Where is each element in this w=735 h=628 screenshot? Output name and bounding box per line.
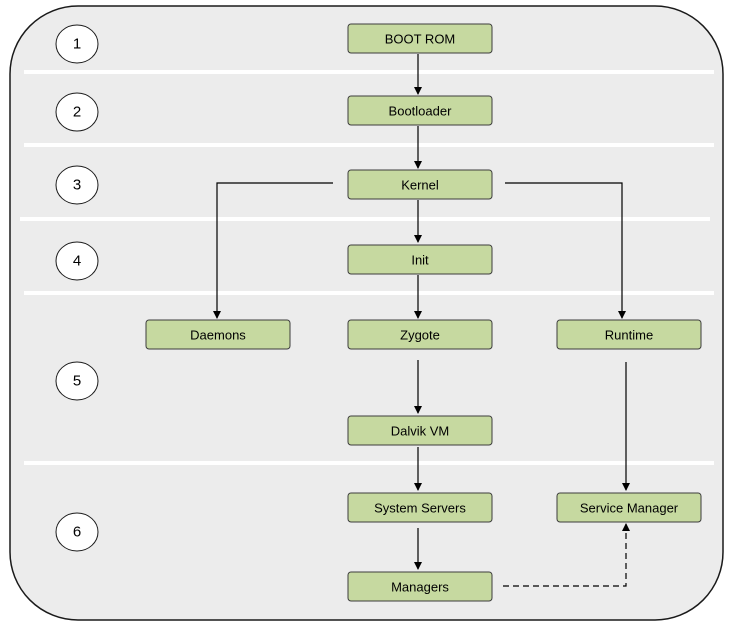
box-label: Service Manager bbox=[580, 501, 679, 516]
box-bootloader: Bootloader bbox=[347, 95, 493, 126]
edges bbox=[213, 54, 630, 587]
stage-number: 5 bbox=[73, 373, 81, 390]
stage-circle bbox=[55, 512, 99, 552]
stage-circle bbox=[55, 241, 99, 281]
box-label: Bootloader bbox=[389, 104, 453, 119]
box-service-manager: Service Manager bbox=[556, 492, 702, 523]
box-daemons: Daemons bbox=[145, 319, 291, 350]
stage-number: 3 bbox=[73, 177, 81, 194]
stage-circle bbox=[55, 24, 99, 64]
stage-number: 4 bbox=[73, 253, 81, 270]
edge-kernel-daemons bbox=[213, 182, 333, 319]
diagram-panel bbox=[9, 5, 724, 621]
box-shape bbox=[347, 571, 493, 602]
box-init: Init bbox=[347, 244, 493, 275]
box-shape bbox=[347, 244, 493, 275]
box-label: Dalvik VM bbox=[391, 424, 450, 439]
box-label: System Servers bbox=[374, 501, 466, 516]
stage-circle bbox=[55, 165, 99, 205]
stage-marker: 1 bbox=[55, 24, 99, 64]
stage-number: 2 bbox=[73, 104, 81, 121]
box-shape bbox=[347, 415, 493, 446]
box-shape bbox=[347, 169, 493, 200]
box-label: Runtime bbox=[605, 328, 653, 343]
box-system-servers: System Servers bbox=[347, 492, 493, 523]
stage-circle bbox=[55, 361, 99, 401]
stage-number: 6 bbox=[73, 524, 81, 541]
box-kernel: Kernel bbox=[347, 169, 493, 200]
edge-kernel-runtime bbox=[505, 182, 626, 319]
box-shape bbox=[347, 319, 493, 350]
box-label: Kernel bbox=[401, 178, 439, 193]
box-label: Init bbox=[411, 253, 429, 268]
box-boot-rom: BOOT ROM bbox=[347, 23, 493, 54]
box-shape bbox=[347, 95, 493, 126]
box-label: Managers bbox=[391, 580, 449, 595]
box-label: Daemons bbox=[190, 328, 246, 343]
edge-managers-servicemanager bbox=[503, 523, 630, 587]
box-label: Zygote bbox=[400, 328, 440, 343]
box-shape bbox=[347, 492, 493, 523]
box-dalvik-vm: Dalvik VM bbox=[347, 415, 493, 446]
stage-separators bbox=[20, 70, 714, 465]
stage-marker: 2 bbox=[55, 92, 99, 132]
stage-marker: 6 bbox=[55, 512, 99, 552]
box-shape bbox=[556, 319, 702, 350]
stage-marker: 5 bbox=[55, 361, 99, 401]
box-runtime: Runtime bbox=[556, 319, 702, 350]
component-boxes: BOOT ROM Bootloader Kernel Init Daemons … bbox=[145, 23, 702, 602]
box-shape bbox=[347, 23, 493, 54]
box-label: BOOT ROM bbox=[385, 32, 456, 47]
stage-number: 1 bbox=[73, 36, 81, 53]
box-shape bbox=[145, 319, 291, 350]
box-zygote: Zygote bbox=[347, 319, 493, 350]
stage-markers: 1 2 3 4 5 6 bbox=[55, 24, 99, 552]
stage-marker: 4 bbox=[55, 241, 99, 281]
stage-marker: 3 bbox=[55, 165, 99, 205]
box-managers: Managers bbox=[347, 571, 493, 602]
box-shape bbox=[556, 492, 702, 523]
stage-circle bbox=[55, 92, 99, 132]
